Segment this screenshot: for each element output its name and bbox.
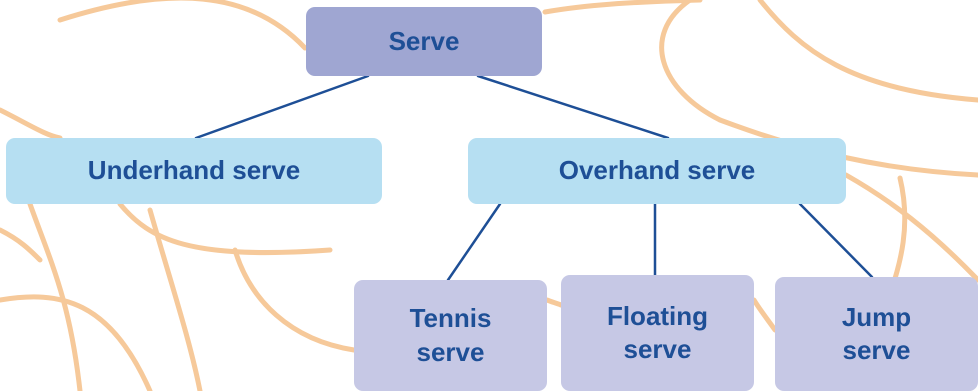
node-overhand-serve: Overhand serve — [468, 138, 846, 204]
background-curve — [544, 297, 564, 308]
background-curve — [27, 201, 83, 391]
background-curve — [659, 0, 723, 123]
background-curve — [542, 0, 703, 15]
node-serve: Serve — [306, 7, 542, 76]
background-curve — [147, 207, 203, 391]
background-curve — [0, 107, 63, 141]
node-underhand-serve: Underhand serve — [6, 138, 382, 204]
background-curve — [117, 201, 333, 256]
node-floating-serve-line2: serve — [623, 334, 692, 364]
node-tennis-serve-line1: Tennis — [409, 303, 492, 334]
background-curve — [757, 0, 978, 103]
node-tennis-serve-line2: serve — [416, 336, 485, 367]
node-tennis-serve: Tennis serve — [354, 280, 547, 391]
connector-serve-to-overhand — [476, 74, 670, 140]
node-floating-serve: Floating serve — [561, 275, 754, 391]
node-jump-serve-line2: serve — [842, 335, 911, 365]
node-floating-serve-line1: Floating — [606, 300, 709, 331]
background-curve — [843, 172, 978, 283]
background-curve — [57, 0, 308, 51]
node-jump-serve: Jump serve — [775, 277, 978, 391]
node-overhand-serve-label: Overhand serve — [558, 155, 756, 186]
connector-overhand-to-jump — [798, 202, 874, 279]
connector-serve-to-underhand — [194, 74, 370, 140]
background-curve — [751, 297, 778, 333]
node-underhand-serve-label: Underhand serve — [87, 155, 301, 186]
node-jump-serve-line1: Jump — [841, 301, 912, 332]
background-curve — [232, 247, 357, 353]
node-serve-label: Serve — [388, 25, 460, 56]
background-curve — [0, 294, 153, 391]
background-curve — [0, 227, 43, 263]
connector-overhand-to-tennis — [446, 202, 502, 282]
